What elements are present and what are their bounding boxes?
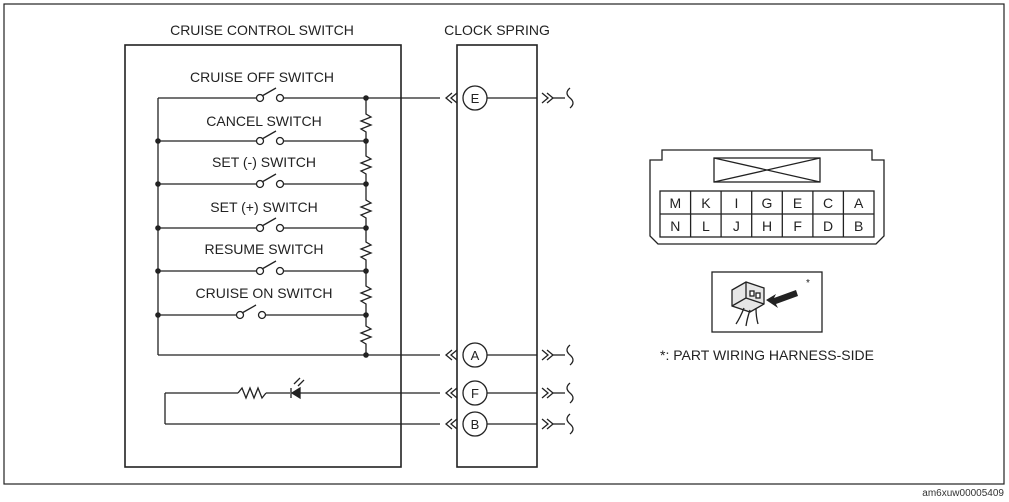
resume-switch-contact (261, 260, 277, 270)
cut-mark-e (566, 87, 574, 109)
pin-label: J (733, 218, 740, 234)
connector-pins-bottom-row: N L J H F D B (670, 218, 863, 234)
pin-label: N (670, 218, 680, 234)
harness-connector-icon (731, 281, 765, 327)
set-plus-switch-label: SET (+) SWITCH (210, 199, 317, 215)
asterisk-mark: * (806, 278, 810, 289)
cruise-control-switch-title: CRUISE CONTROL SWITCH (170, 22, 354, 38)
cruise-control-switch-box (124, 44, 402, 468)
cut-mark-f (566, 382, 574, 404)
cut-mark-b (566, 413, 574, 435)
terminal-f-label: F (471, 386, 479, 401)
harness-note: *: PART WIRING HARNESS-SIDE (660, 347, 874, 363)
pin-label: B (854, 218, 863, 234)
connector-lock-tab (713, 157, 821, 183)
clock-spring-box (456, 44, 538, 468)
cruise-on-switch-contact (241, 304, 257, 314)
harness-side-thumbnail (711, 271, 823, 333)
clock-spring-title: CLOCK SPRING (444, 22, 550, 38)
resistor-6 (359, 322, 373, 355)
connector-pins-top-row: M K I G E C A (669, 195, 864, 211)
pin-label: H (762, 218, 772, 234)
pin-label: L (702, 218, 710, 234)
pin-label: K (701, 195, 711, 211)
resume-switch-label: RESUME SWITCH (205, 241, 324, 257)
resistor-2 (359, 152, 373, 184)
resistor-3 (359, 196, 373, 228)
connector-housing (649, 149, 885, 245)
pin-label: F (793, 218, 802, 234)
led-resistor (237, 386, 267, 400)
pin-label: I (734, 195, 738, 211)
resistor-5 (359, 282, 373, 315)
pin-label: A (854, 195, 864, 211)
terminal-a-label: A (471, 348, 480, 363)
pin-label: M (669, 195, 681, 211)
terminal-b-label: B (471, 417, 480, 432)
arrow-icon (766, 290, 798, 308)
cancel-switch-label: CANCEL SWITCH (206, 113, 321, 129)
diagram-frame (3, 3, 1005, 485)
pin-label: G (762, 195, 773, 211)
terminal-e-label: E (471, 91, 480, 106)
cruise-off-switch-label: CRUISE OFF SWITCH (190, 69, 334, 85)
cruise-off-switch-contact (261, 87, 277, 97)
pin-label: E (793, 195, 802, 211)
set-plus-switch-contact (261, 217, 277, 227)
pin-label: D (823, 218, 833, 234)
resistor-1 (359, 110, 373, 141)
pin-label: C (823, 195, 833, 211)
resistor-4 (359, 238, 373, 271)
set-minus-switch-contact (261, 173, 277, 183)
cruise-on-switch-label: CRUISE ON SWITCH (196, 285, 333, 301)
set-minus-switch-label: SET (-) SWITCH (212, 154, 316, 170)
cut-mark-a (566, 344, 574, 366)
image-code: am6xuw00005409 (922, 488, 1004, 499)
led-icon (290, 386, 301, 400)
cancel-switch-contact (261, 130, 277, 140)
